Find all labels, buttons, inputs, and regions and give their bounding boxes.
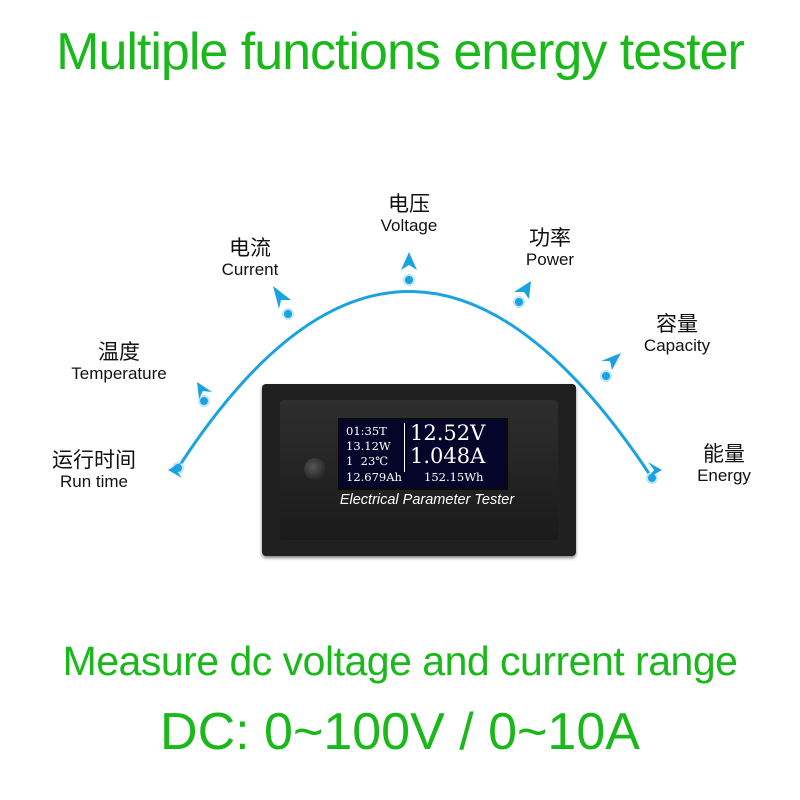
label-capacity-cn: 容量 (656, 312, 698, 336)
adjust-knob (304, 458, 326, 480)
label-voltage-cn: 电压 (388, 192, 430, 216)
arrow-icon (197, 382, 212, 399)
device-label: Electrical Parameter Tester (339, 492, 515, 508)
arrow-icon (401, 252, 417, 270)
lcd-divider (404, 423, 405, 472)
label-current-cn: 电流 (229, 236, 271, 260)
label-energy-cn: 能量 (703, 442, 745, 466)
label-temperature: 温度 Temperature (58, 340, 180, 384)
lcd-time: 01:35T (346, 424, 387, 438)
label-energy-en: Energy (697, 466, 751, 485)
label-power-cn: 功率 (529, 226, 571, 250)
label-energy: 能量 Energy (688, 442, 760, 486)
label-voltage-en: Voltage (380, 216, 438, 235)
arc-node-voltage (403, 274, 415, 286)
arc-line (176, 290, 654, 479)
arc-node-capacity (600, 370, 612, 382)
arc-node-power (513, 296, 525, 308)
label-run-time-en: Run time (59, 472, 129, 491)
lcd-mode-temp: 1 23℃ (346, 454, 389, 468)
label-current-en: Current (221, 260, 279, 279)
arrow-icon (273, 286, 291, 309)
arrow-icon (648, 462, 662, 478)
arc-node-temperature (198, 395, 210, 407)
arrow-icon (601, 353, 621, 370)
lcd-power: 13.12W (346, 439, 391, 453)
arc-node-current (282, 308, 294, 320)
label-current: 电流 Current (208, 236, 292, 280)
label-run-time: 运行时间 Run time (40, 448, 148, 492)
label-voltage: 电压 Voltage (366, 192, 452, 236)
arrow-icon (168, 462, 182, 478)
lcd-current: 1.048A (410, 444, 486, 468)
label-capacity: 容量 Capacity (632, 312, 722, 356)
label-run-time-cn: 运行时间 (52, 448, 136, 472)
main-title: Multiple functions energy tester (56, 23, 745, 81)
label-capacity-en: Capacity (643, 336, 711, 355)
lcd-screen: 01:35T 13.12W 1 23℃ 12.52V 1.048A 12.679… (338, 418, 508, 490)
range-value: DC: 0~100V / 0~10A (160, 703, 640, 761)
range-title: Measure dc voltage and current range (62, 638, 738, 684)
lcd-capacity: 12.679Ah (346, 470, 402, 484)
lcd-voltage: 12.52V (410, 421, 486, 445)
label-power-en: Power (525, 250, 575, 269)
lcd-energy: 152.15Wh (424, 470, 484, 484)
label-temperature-cn: 温度 (98, 340, 140, 364)
label-temperature-en: Temperature (71, 364, 167, 383)
arrow-icon (514, 281, 531, 299)
label-power: 功率 Power (514, 226, 586, 270)
